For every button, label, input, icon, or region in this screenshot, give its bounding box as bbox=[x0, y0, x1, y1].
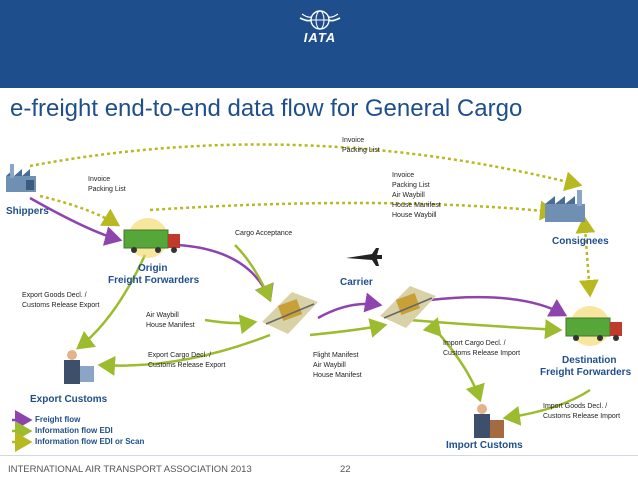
node-shippers: Shippers bbox=[6, 206, 49, 217]
brand-wordmark: IATA bbox=[303, 30, 337, 45]
node-dest-ff-line1: Destination bbox=[562, 355, 617, 366]
flow-consignees-destff bbox=[575, 215, 599, 298]
footer-text: INTERNATIONAL AIR TRANSPORT ASSOCIATION … bbox=[8, 464, 252, 475]
label-cargo-acceptance: Cargo Acceptance bbox=[235, 230, 293, 237]
header-banner: IATA bbox=[0, 0, 638, 88]
edi-flight-manifest bbox=[309, 318, 388, 338]
edi-ff-exportcustoms bbox=[76, 254, 147, 350]
edi-carrier-importcustoms bbox=[422, 317, 485, 403]
page-title: e-freight end-to-end data flow for Gener… bbox=[10, 95, 523, 122]
node-import-customs: Import Customs bbox=[446, 440, 523, 451]
legend-freight: Freight flow bbox=[35, 415, 81, 424]
factory-icon bbox=[6, 164, 36, 192]
node-carrier: Carrier bbox=[340, 277, 373, 288]
node-consignees: Consignees bbox=[552, 236, 609, 247]
globe-logo-icon bbox=[299, 10, 341, 30]
node-origin-ff-line1: Origin bbox=[138, 263, 168, 274]
flow-shippers-consignees-docs bbox=[29, 143, 583, 192]
officer-icon bbox=[474, 404, 504, 438]
flow-ff-consignees-docs bbox=[149, 200, 558, 221]
footer-divider bbox=[0, 455, 638, 456]
node-export-customs: Export Customs bbox=[30, 394, 108, 405]
label-import-goods-decl: Import Goods Decl. /Customs Release Impo… bbox=[543, 403, 621, 420]
edi-ff-carrier bbox=[204, 314, 258, 335]
node-origin-ff-line2: Freight Forwarders bbox=[108, 275, 200, 286]
legend-edi-scan: Information flow EDI or Scan bbox=[35, 437, 145, 446]
warehouse-icon bbox=[380, 286, 436, 328]
truck-icon bbox=[565, 306, 622, 346]
airplane-icon bbox=[346, 248, 382, 266]
warehouse-icon bbox=[262, 292, 318, 334]
factory-icon bbox=[545, 190, 585, 222]
freight-shippers-ff bbox=[29, 196, 123, 246]
label-export-cargo-decl: Export Cargo Decl. /Customs Release Expo… bbox=[148, 352, 226, 369]
edi-carrier-exportcustoms bbox=[97, 333, 271, 376]
edi-destff-importcustoms bbox=[502, 388, 591, 426]
legend-edi: Information flow EDI bbox=[35, 426, 113, 435]
freight-carrier-destff bbox=[429, 295, 568, 317]
edi-cargo-acceptance bbox=[234, 244, 274, 303]
edi-carrier-destff bbox=[409, 318, 563, 340]
page-number: 22 bbox=[340, 464, 351, 475]
freight-carrier-carrier bbox=[317, 292, 383, 320]
truck-icon bbox=[123, 218, 180, 258]
label-import-cargo-decl: Import Cargo Decl. /Customs Release Impo… bbox=[443, 340, 521, 357]
officer-icon bbox=[64, 350, 94, 384]
label-export-goods-decl: Export Goods Decl. /Customs Release Expo… bbox=[22, 292, 100, 309]
node-dest-ff-line2: Freight Forwarders bbox=[540, 367, 632, 378]
